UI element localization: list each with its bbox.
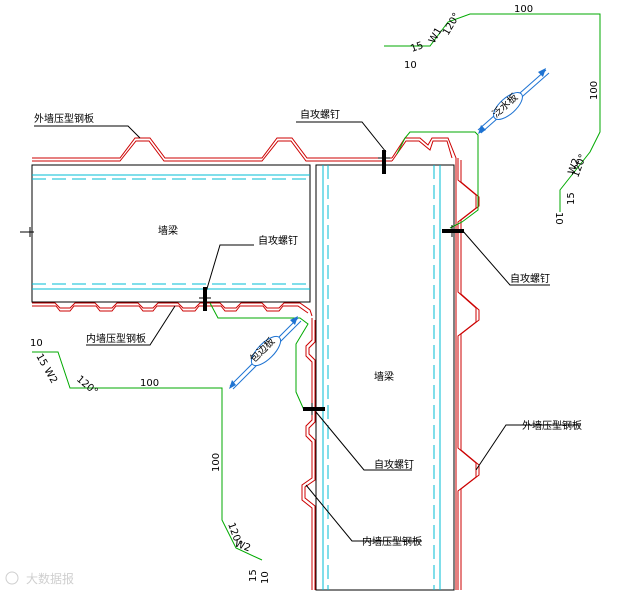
inner-panel-vertical bbox=[301, 318, 316, 590]
screw-top-icon bbox=[378, 150, 390, 174]
left-beam-label: 墙梁 bbox=[158, 224, 178, 237]
screw-left-icon bbox=[199, 287, 211, 311]
dim-bottom-100-h: 100 bbox=[140, 378, 159, 389]
dim-bottom-100-v: 100 bbox=[211, 453, 222, 472]
outer-panel-right bbox=[457, 158, 480, 590]
screw-right-icon bbox=[442, 225, 464, 237]
dim-bottom-w2-a: W2 bbox=[41, 366, 59, 386]
external-flashing-arrow: 泛水板 bbox=[477, 68, 550, 134]
dim-top-10-a: 10 bbox=[404, 60, 417, 71]
inner-panel-bottom-label: 内墙压型钢板 bbox=[362, 535, 422, 548]
dim-bottom-10-b: 10 bbox=[260, 571, 271, 584]
dim-bottom-15-b: 15 bbox=[248, 569, 259, 582]
dim-bottom-120-a: 120° bbox=[74, 374, 100, 398]
vertical-wall-beam bbox=[315, 164, 455, 591]
dim-bottom-15-a: 15 bbox=[33, 352, 49, 369]
dim-bottom-10-a: 10 bbox=[30, 338, 43, 349]
dim-bottom-w2-b: W2 bbox=[233, 538, 252, 554]
watermark-text: 大数据报 bbox=[26, 571, 74, 586]
external-flashing bbox=[384, 13, 601, 229]
screw-right-label: 自攻螺钉 bbox=[510, 272, 550, 285]
screw-top-label: 自攻螺钉 bbox=[300, 108, 340, 121]
inner-panel-left-label: 内墙压型钢板 bbox=[86, 332, 146, 345]
screw-mid-label: 自攻螺钉 bbox=[374, 458, 414, 471]
outer-panel-right-label: 外墙压型钢板 bbox=[522, 419, 582, 432]
vertical-beam-label: 墙梁 bbox=[374, 370, 394, 383]
dim-top-15-a: 15 bbox=[409, 40, 425, 55]
outer-panel-top-label: 外墙压型钢板 bbox=[34, 112, 94, 125]
left-wall-beam bbox=[20, 164, 311, 303]
dim-top-120-a: 120° bbox=[441, 11, 463, 37]
outer-panel-top bbox=[32, 137, 457, 590]
screw-left-label: 自攻螺钉 bbox=[258, 234, 298, 247]
dim-top-15-b: 15 bbox=[566, 192, 577, 205]
dim-top-100-v: 100 bbox=[589, 81, 600, 100]
screw-mid-icon bbox=[303, 403, 325, 415]
internal-flashing-arrow: 包边板 bbox=[229, 316, 302, 390]
dim-top-w2: W2 bbox=[566, 157, 582, 176]
dim-top-100-h: 100 bbox=[514, 4, 533, 15]
inner-panel-left bbox=[32, 302, 313, 317]
dim-top-10-b: 10 bbox=[553, 212, 564, 225]
watermark: 大数据报 bbox=[5, 571, 74, 586]
internal-flashing bbox=[32, 302, 309, 561]
leader-lines bbox=[34, 121, 580, 542]
